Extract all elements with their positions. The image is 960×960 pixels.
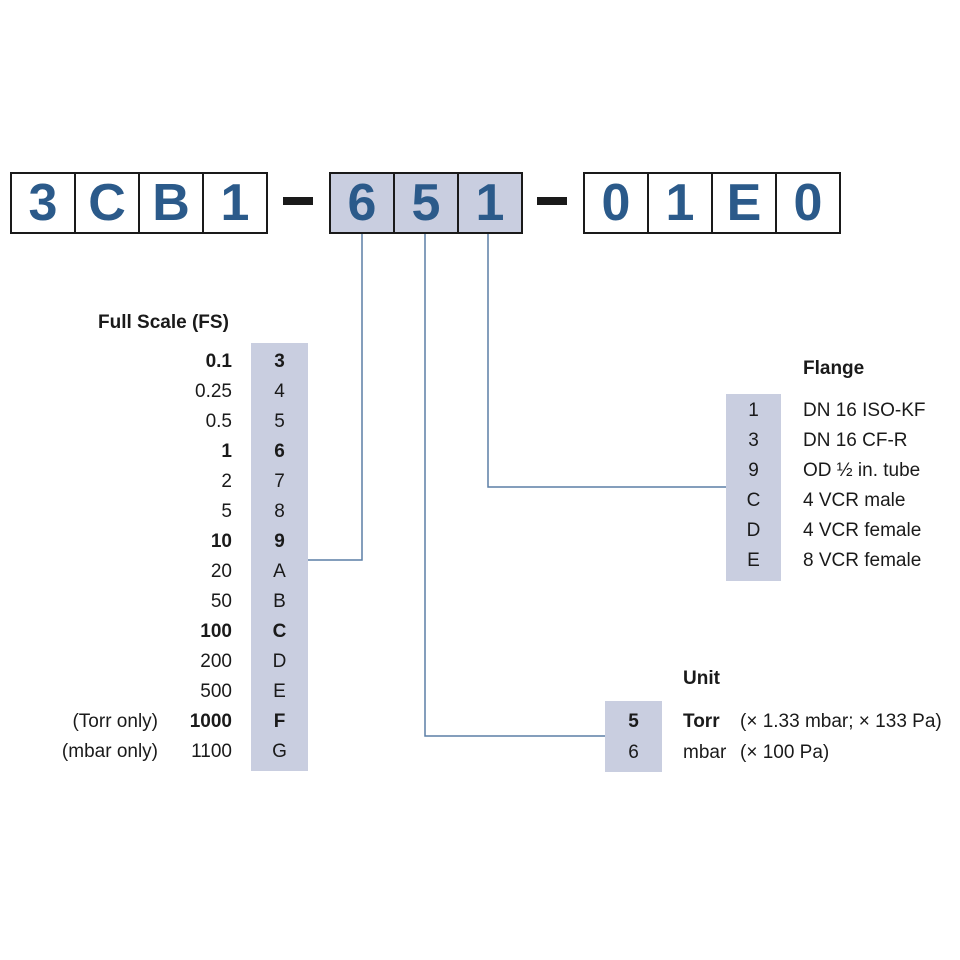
flange-label: DN 16 ISO-KF — [803, 400, 926, 421]
unit-code: 6 — [628, 742, 639, 763]
unit-code: 5 — [628, 711, 639, 732]
flange-label: 4 VCR male — [803, 490, 906, 511]
full-scale-value: 100 — [200, 621, 232, 642]
full-scale-note: (mbar only) — [61, 741, 158, 762]
code-digit-unit: 5 — [393, 172, 459, 234]
full-scale-value: 20 — [210, 561, 232, 582]
flange-code: 9 — [748, 460, 759, 481]
code-digit-flange: 1 — [457, 172, 523, 234]
full-scale-code: F — [273, 711, 286, 732]
code-digit-10: 1 — [647, 172, 713, 234]
unit-label: mbar — [683, 742, 727, 763]
full-scale-value: 50 — [210, 591, 232, 612]
flange-code: 1 — [748, 400, 759, 421]
full-scale-value: 1100 — [191, 741, 232, 762]
unit-detail: (× 1.33 mbar; × 133 Pa) — [740, 711, 942, 732]
full-scale-value: 1000 — [189, 711, 232, 732]
flange-code-column — [726, 394, 781, 581]
full-scale-code: 7 — [274, 471, 285, 492]
connector-flange — [487, 234, 726, 488]
flange-code: E — [747, 550, 760, 571]
full-scale-code: D — [272, 651, 287, 672]
full-scale-value: 0.5 — [205, 411, 232, 432]
unit-label: Torr — [683, 711, 720, 732]
flange-code: C — [746, 490, 761, 511]
part-number-row: 3 C B 1 6 5 1 0 1 E 0 — [0, 0, 960, 240]
connector-unit — [424, 234, 605, 737]
full-scale-value: 0.25 — [195, 381, 232, 402]
flange-label: DN 16 CF-R — [803, 430, 908, 451]
full-scale-title: Full Scale (FS) — [98, 312, 229, 333]
full-scale-code: 5 — [274, 411, 285, 432]
code-digit-4: 1 — [202, 172, 268, 234]
full-scale-code: 9 — [274, 531, 285, 552]
code-dash-1 — [283, 197, 313, 205]
connector-full-scale — [308, 234, 363, 561]
flange-title: Flange — [803, 358, 865, 379]
full-scale-code: G — [272, 741, 287, 762]
full-scale-code: E — [273, 681, 286, 702]
full-scale-value: 1 — [221, 441, 232, 462]
full-scale-code: 6 — [274, 441, 285, 462]
code-digit-full-scale: 6 — [329, 172, 395, 234]
flange-label: 8 VCR female — [803, 550, 922, 571]
code-digit-1: 3 — [10, 172, 76, 234]
full-scale-value: 0.1 — [205, 351, 232, 372]
full-scale-value: 500 — [200, 681, 232, 702]
code-dash-2 — [537, 197, 567, 205]
code-digit-9: 0 — [583, 172, 649, 234]
full-scale-value: 10 — [210, 531, 232, 552]
full-scale-code: 4 — [274, 381, 285, 402]
full-scale-code: B — [273, 591, 286, 612]
unit-code-column — [605, 701, 662, 772]
code-digit-12: 0 — [775, 172, 841, 234]
unit-detail: (× 100 Pa) — [740, 742, 830, 763]
flange-label: 4 VCR female — [803, 520, 922, 541]
code-digit-2: C — [74, 172, 140, 234]
full-scale-code-column — [251, 343, 308, 771]
full-scale-value: 2 — [221, 471, 232, 492]
flange-code: D — [746, 520, 761, 541]
flange-label: OD ½ in. tube — [803, 460, 921, 481]
full-scale-note: (Torr only) — [72, 711, 158, 732]
full-scale-code: 8 — [274, 501, 285, 522]
flange-code: 3 — [748, 430, 759, 451]
unit-title: Unit — [683, 668, 720, 689]
full-scale-code: C — [272, 621, 287, 642]
full-scale-code: 3 — [274, 351, 285, 372]
full-scale-value: 5 — [221, 501, 232, 522]
full-scale-code: A — [273, 561, 286, 582]
full-scale-value: 200 — [200, 651, 232, 672]
